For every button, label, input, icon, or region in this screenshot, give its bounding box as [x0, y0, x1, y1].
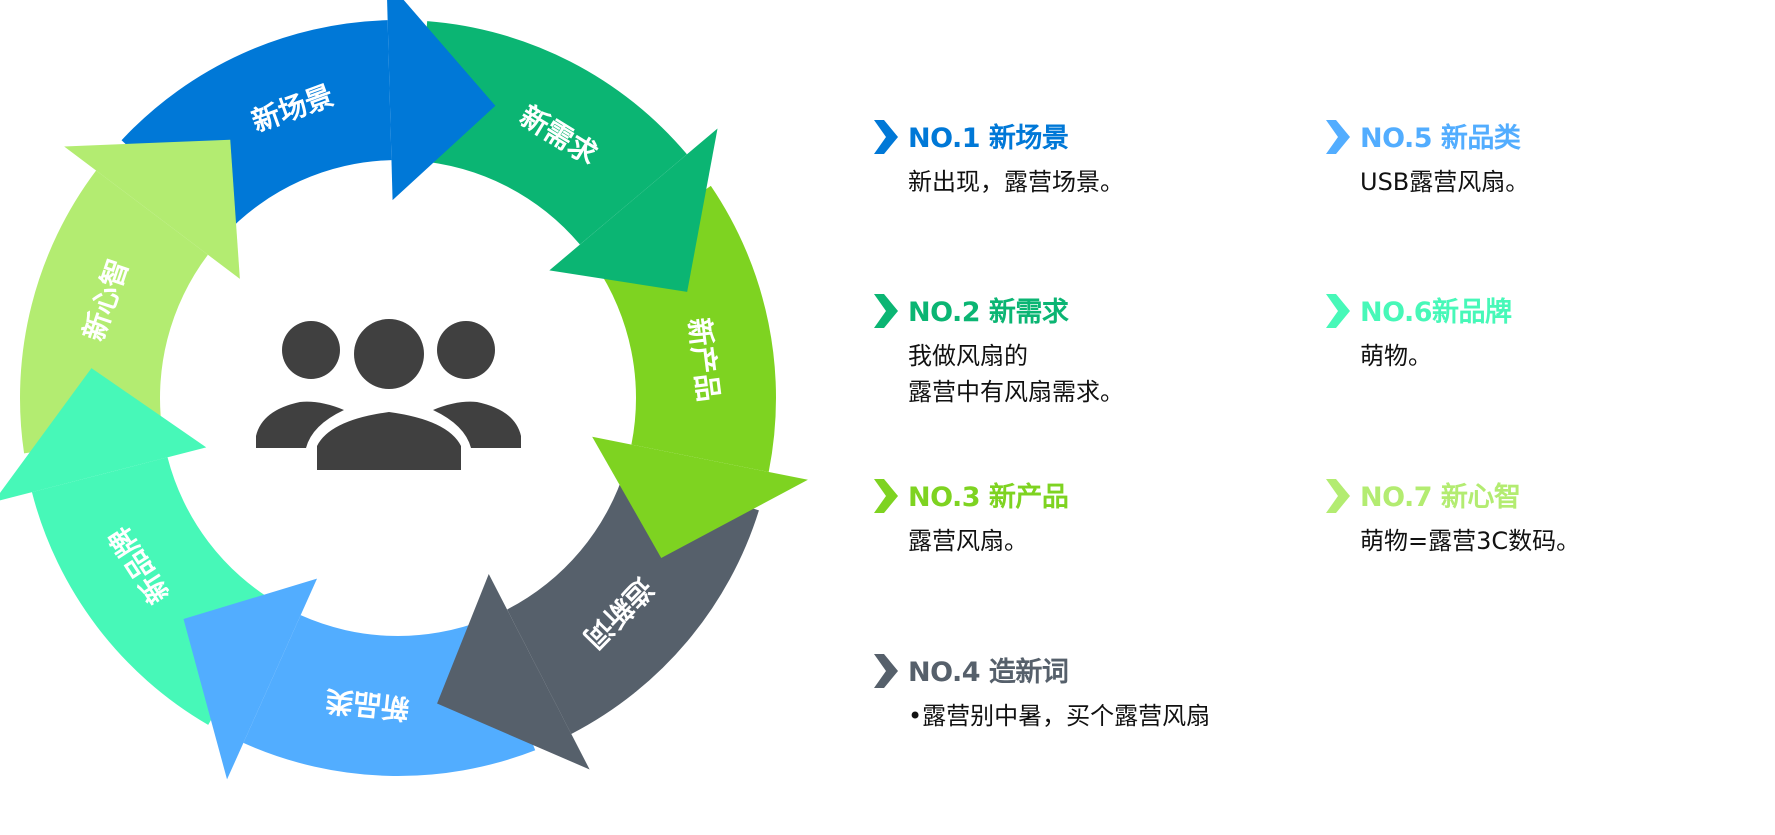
cycle-arrow-head: [387, 0, 496, 201]
item-description: 露营风扇。: [908, 523, 1028, 559]
description-line: 我做风扇的: [908, 342, 1028, 370]
description-line: 露营风扇。: [908, 527, 1028, 555]
item-heading: NO.2 新需求: [908, 297, 1069, 328]
chevron-right-icon: [874, 294, 898, 328]
cycle-arrow-head: [592, 436, 808, 558]
chevron-right-icon: [874, 654, 898, 688]
cycle-arrow-head: [549, 128, 718, 292]
chevron-right-icon: [1326, 120, 1350, 154]
item-heading: NO.4 造新词: [908, 657, 1069, 688]
chevron-right-icon: [1326, 294, 1350, 328]
item-heading: NO.1 新场景: [908, 123, 1069, 154]
people-group-icon: [256, 319, 521, 470]
cycle-arrow-body: [20, 170, 208, 454]
item-heading: NO.3 新产品: [908, 482, 1069, 513]
cycle-arrow-head: [437, 573, 590, 770]
chevron-right-icon: [1326, 479, 1350, 513]
description-line: •露营别中暑，买个露营风扇: [908, 702, 1211, 730]
cycle-diagram: 新场景新需求新产品造新词新品类新品牌新心智: [0, 0, 808, 780]
cycle-arrow-head: [0, 368, 207, 501]
description-line: 露营中有风扇需求。: [908, 378, 1124, 406]
description-line: 新出现，露营场景。: [908, 168, 1124, 196]
cycle-arrow-body: [416, 21, 687, 245]
item-description: 新出现，露营场景。: [908, 164, 1124, 200]
chevron-right-icon: [874, 479, 898, 513]
chevron-right-icon: [874, 120, 898, 154]
description-line: 萌物。: [1360, 342, 1432, 370]
cycle-arrow-head: [183, 578, 318, 780]
item-description: •露营别中暑，买个露营风扇: [908, 698, 1210, 734]
item-description: 萌物=露营3C数码。: [1360, 523, 1580, 559]
item-description: USB露营风扇。: [1360, 164, 1529, 200]
item-description: 我做风扇的露营中有风扇需求。: [908, 338, 1124, 410]
cycle-arrow-head: [64, 139, 240, 279]
item-heading: NO.7 新心智: [1360, 482, 1521, 513]
description-line: USB露营风扇。: [1360, 168, 1530, 196]
item-heading: NO.5 新品类: [1360, 123, 1521, 154]
item-heading: NO.6新品牌: [1360, 297, 1512, 328]
item-description: 萌物。: [1360, 338, 1432, 374]
description-line: 萌物=露营3C数码。: [1360, 527, 1581, 555]
